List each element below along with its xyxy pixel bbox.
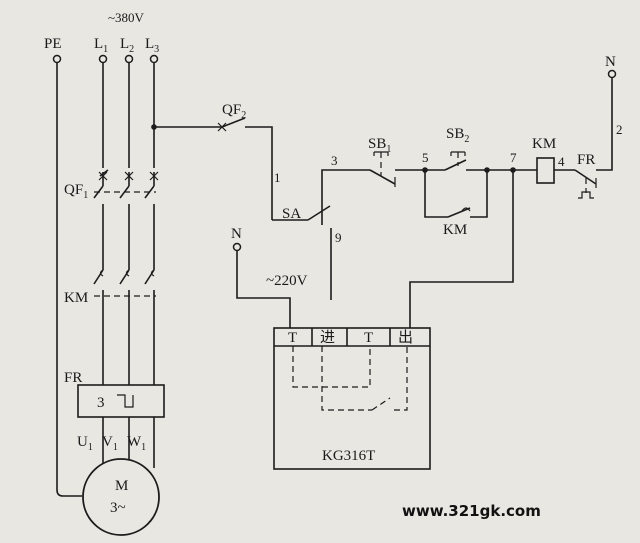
fr-contact-label: FR xyxy=(577,152,595,168)
wire-3 xyxy=(321,169,338,225)
thermal-relay-box xyxy=(77,384,165,418)
l2-conductor xyxy=(119,63,130,385)
node-3-label: 3 xyxy=(331,153,338,168)
qf2-blade xyxy=(221,117,246,128)
km-aux-left xyxy=(424,170,448,218)
w1-label: W1 xyxy=(127,434,146,453)
sb2-label: SB2 xyxy=(446,126,469,145)
n-terminal-left xyxy=(232,242,242,252)
controller-internal-in xyxy=(321,346,372,411)
qf1-x-l2 xyxy=(124,171,134,181)
wire-1 xyxy=(245,126,273,220)
qf2-label: QF2 xyxy=(222,102,246,121)
u1-label: U1 xyxy=(77,434,93,453)
controller-internal-relay xyxy=(371,397,391,411)
l1-conductor xyxy=(93,63,109,385)
n-left-label: N xyxy=(231,226,242,242)
controller-model-label: KG316T xyxy=(322,448,375,464)
km-main-contact-marks xyxy=(99,269,155,277)
controller-terminal-strip xyxy=(274,328,430,347)
supply-voltage-label: ~380V xyxy=(108,10,145,25)
l3-label: L3 xyxy=(145,36,159,55)
pe-conductor xyxy=(56,63,82,497)
phase-conductors xyxy=(93,63,159,468)
node-2-label: 2 xyxy=(616,122,623,137)
motor-label-m: M xyxy=(115,478,128,494)
node-9-label: 9 xyxy=(335,230,342,245)
n-right-label: N xyxy=(605,54,616,70)
node-1-label: 1 xyxy=(274,170,281,185)
qf2-x xyxy=(217,122,227,132)
labels: ~380V PE L1 L2 L3 QF1 KM FR 3 U1 V1 W1 M… xyxy=(44,10,623,520)
fr-contact-blade xyxy=(574,169,597,185)
node-7-label: 7 xyxy=(510,150,517,165)
controller-terminal-in: 进 xyxy=(320,329,335,346)
controller-internal-out xyxy=(394,346,408,411)
controller-box xyxy=(273,327,431,470)
sb1-button-head xyxy=(373,151,389,156)
motor-label-phase: 3~ xyxy=(110,500,126,516)
controller-terminal-t1: T xyxy=(288,330,297,346)
controller-terminal-out: 出 xyxy=(398,329,413,346)
fr-box-number: 3 xyxy=(97,395,105,411)
sa-blade xyxy=(307,205,331,221)
l2-label: L2 xyxy=(120,36,134,55)
pe-terminal xyxy=(52,54,62,64)
km-aux-hook xyxy=(461,207,471,212)
v1-label: V1 xyxy=(102,434,118,453)
fr-label: FR xyxy=(64,370,82,386)
km-aux-label: KM xyxy=(443,222,467,238)
node-5-label: 5 xyxy=(422,150,429,165)
fr-thermal-symbol xyxy=(578,191,594,199)
controller-internal-t xyxy=(292,346,371,388)
l3-conductor xyxy=(144,63,155,385)
wire-2 xyxy=(596,78,613,171)
km-main-label: KM xyxy=(64,290,88,306)
node-4-label: 4 xyxy=(558,154,565,169)
km-coil xyxy=(536,157,555,184)
sb1-contact xyxy=(369,169,396,185)
supply-terminals xyxy=(52,54,159,64)
n-to-controller xyxy=(236,251,291,328)
sa-label: SA xyxy=(282,206,301,222)
watermark: www.321gk.com xyxy=(402,502,541,520)
l3-terminal xyxy=(149,54,159,64)
l1-terminal xyxy=(98,54,108,64)
qf1-x-l1 xyxy=(98,171,108,181)
qf1-x-l3 xyxy=(149,171,159,181)
km-aux-blade xyxy=(447,207,471,218)
km-coil-label: KM xyxy=(532,136,556,152)
controller-terminal-t2: T xyxy=(364,330,373,346)
pe-label: PE xyxy=(44,36,62,52)
l2-terminal xyxy=(124,54,134,64)
motor-feeders xyxy=(102,417,155,468)
voltage-220-label: ~220V xyxy=(266,273,308,289)
sb1-label: SB1 xyxy=(368,136,391,155)
sb2-button-head xyxy=(450,151,466,156)
l1-label: L1 xyxy=(94,36,108,55)
motor-symbol xyxy=(82,458,160,536)
n-terminal-right xyxy=(607,69,617,79)
wire-7-to-out xyxy=(409,170,514,328)
thermal-element-symbol xyxy=(117,394,134,408)
qf1-label: QF1 xyxy=(64,182,88,201)
km-aux-right xyxy=(470,170,488,218)
sb2-contact xyxy=(444,159,467,171)
